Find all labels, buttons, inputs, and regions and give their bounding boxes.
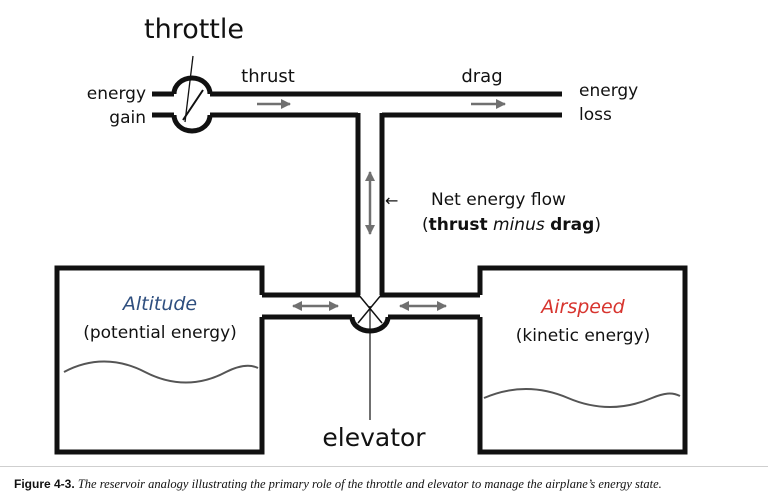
connector-pipe: [262, 292, 480, 334]
net-flow-pointer-arrow: ←: [385, 191, 398, 210]
altitude-title: Altitude: [121, 293, 197, 315]
elevator-label: elevator: [322, 423, 426, 452]
figure-number: Figure 4-3.: [14, 477, 75, 491]
drag-label: drag: [461, 66, 502, 87]
throttle-valve-disc: [182, 89, 204, 121]
airspeed-reservoir: [477, 265, 688, 455]
vertical-pipe: [355, 113, 385, 295]
figure-caption-text: The reservoir analogy illustrating the p…: [77, 477, 662, 491]
figure-caption: Figure 4-3. The reservoir analogy illust…: [14, 477, 764, 492]
thrust-label: thrust: [241, 66, 295, 87]
energy-loss-label-line2: loss: [579, 105, 612, 125]
energy-gain-label-line1: energy: [87, 84, 146, 104]
altitude-subtitle: (potential energy): [83, 323, 237, 343]
airspeed-water-surface: [483, 388, 681, 408]
airspeed-title: Airspeed: [539, 296, 625, 318]
energy-gain-label-line2: gain: [109, 108, 146, 128]
caption-divider: [0, 466, 768, 467]
throttle-valve: [171, 75, 213, 134]
flow-arrows: [257, 99, 506, 311]
net-flow-label-line1: Net energy flow: [431, 190, 566, 210]
main-pipe: [152, 91, 562, 118]
altitude-reservoir: [54, 265, 265, 455]
altitude-water-surface: [63, 360, 259, 384]
throttle-label: throttle: [144, 14, 244, 45]
net-flow-label-line2: (thrust minus drag): [422, 215, 601, 235]
throttle-pointer-line: [184, 55, 194, 123]
energy-loss-label-line1: energy: [579, 81, 638, 101]
airspeed-subtitle: (kinetic energy): [516, 326, 650, 346]
